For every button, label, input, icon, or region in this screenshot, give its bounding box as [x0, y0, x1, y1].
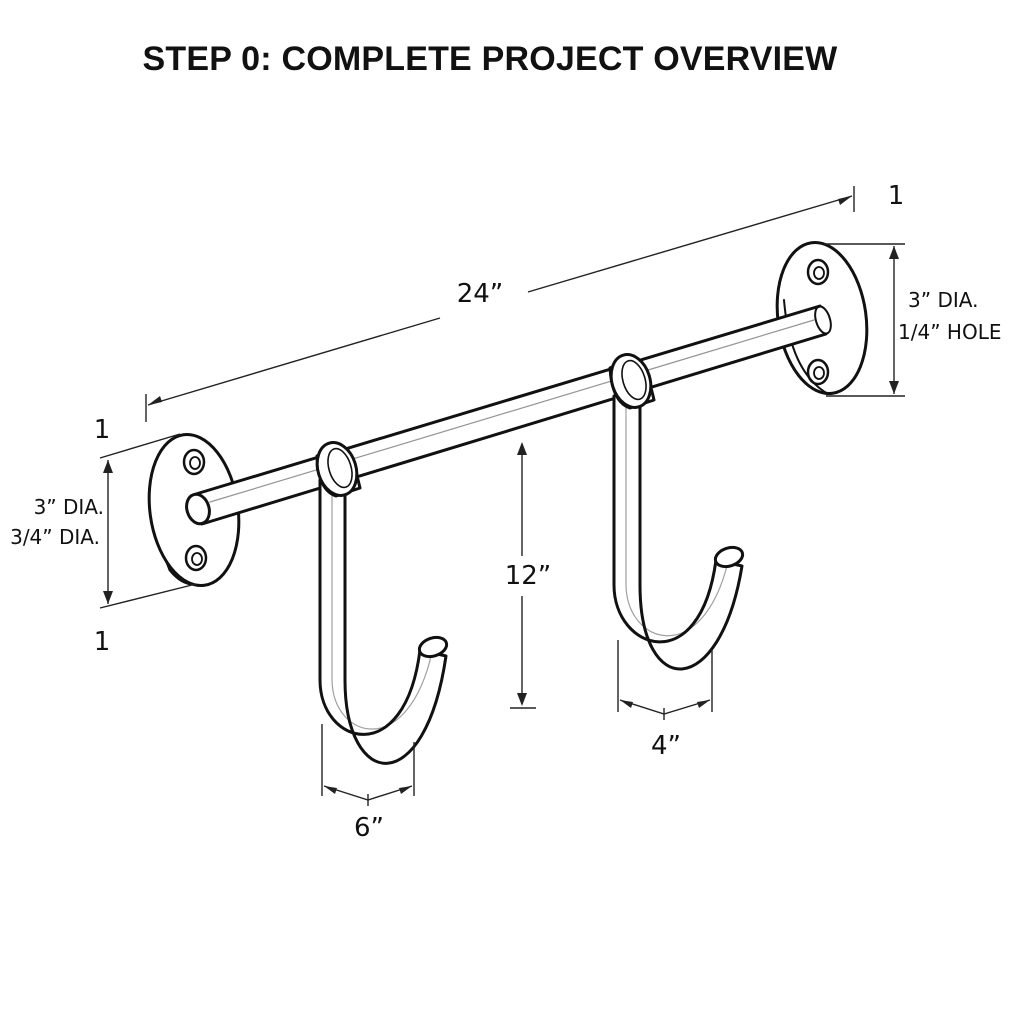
hook-drop-label: 12” [505, 561, 552, 591]
left-hook-width-label: 6” [354, 813, 384, 843]
rod-length-dimension [145, 186, 855, 422]
right-flange-screw-hole-top [806, 258, 830, 286]
right-hole-label: 1/4” HOLE [898, 320, 1001, 344]
left-rod-dia-label: 3/4” DIA. [10, 525, 100, 549]
left-hook-collar [315, 441, 362, 498]
left-flange-screw-hole-top [182, 448, 206, 476]
qty-left-bottom-label: 1 [94, 627, 111, 657]
right-flange-screw-hole-bottom [806, 358, 830, 386]
qty-left-top-label: 1 [94, 415, 111, 445]
left-hook [318, 476, 449, 765]
rod [185, 304, 832, 526]
left-flange-dia-label: 3” DIA. [34, 495, 104, 519]
right-hook-width-dimension [617, 640, 713, 720]
left-hook-width-dimension [321, 724, 415, 806]
left-flange-dimension [99, 433, 197, 609]
right-hook [612, 392, 745, 671]
hook-drop-dimension [510, 442, 536, 709]
left-flange-screw-hole-bottom [184, 544, 208, 572]
right-hook-width-label: 4” [651, 731, 681, 761]
page-title: STEP 0: COMPLETE PROJECT OVERVIEW [142, 40, 838, 78]
right-flange-dia-label: 3” DIA. [908, 288, 978, 312]
rod-length-label: 24” [457, 279, 504, 309]
qty-top-right-label: 1 [888, 181, 905, 211]
right-hook-collar [608, 353, 656, 410]
right-flange-dimension [824, 243, 905, 397]
